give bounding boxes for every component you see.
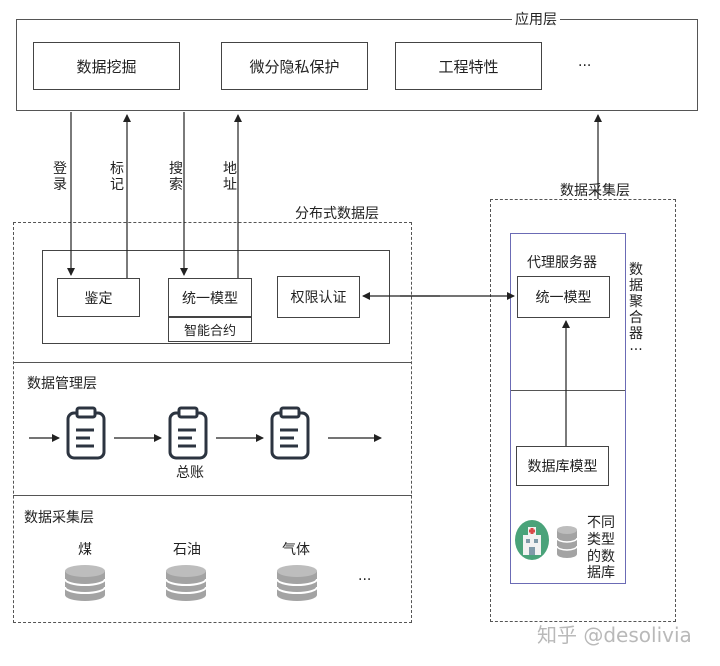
module-label: 工程特性	[438, 57, 499, 76]
permission-auth-box[interactable]: 权限认证	[277, 276, 360, 318]
smart-contract-label: 智能合约	[183, 324, 236, 339]
module-label: 微分隐私保护	[249, 57, 340, 76]
clipboard-icon	[64, 406, 108, 460]
module-data-mining[interactable]: 数据挖掘	[33, 42, 180, 90]
source-label-coal: 煤	[78, 542, 92, 558]
source-label-gas: 气体	[282, 542, 310, 558]
proxy-server-label: 代理服务器	[527, 255, 597, 271]
source-ellipsis: ···	[358, 572, 372, 588]
appraisal-label: 鉴定	[84, 290, 113, 307]
right-collection-layer	[490, 199, 676, 622]
database-icon	[164, 563, 208, 603]
left-stack	[13, 222, 412, 623]
distributed-layer-title: 分布式数据层	[295, 206, 379, 222]
database-icon	[556, 525, 578, 559]
ledger-label: 总账	[176, 465, 204, 481]
aggregator-label: 数据聚合器···	[629, 262, 643, 359]
smart-contract-box[interactable]: 智能合约	[168, 317, 252, 342]
divider	[13, 495, 412, 496]
appraisal-box[interactable]: 鉴定	[57, 278, 140, 317]
hospital-icon	[514, 519, 550, 561]
label-address: 地址	[223, 161, 237, 194]
db-model-box[interactable]: 数据库模型	[516, 446, 609, 486]
collection-layer-title-left: 数据采集层	[24, 510, 94, 526]
label-register: 登录	[53, 161, 67, 194]
unified-model-box[interactable]: 统一模型	[168, 278, 252, 317]
database-icon	[63, 563, 107, 603]
label-search: 搜索	[169, 161, 183, 194]
application-layer-title: 应用层	[512, 12, 560, 29]
right-unified-model-box[interactable]: 统一模型	[517, 276, 610, 318]
watermark: 知乎 @desolivia	[537, 623, 692, 647]
label-mark: 标记	[110, 161, 124, 194]
module-label: 数据挖掘	[76, 57, 137, 76]
divider	[13, 362, 412, 363]
module-engineering[interactable]: 工程特性	[395, 42, 542, 90]
db-types-label: 不同类型的数据库	[587, 515, 615, 582]
collection-layer-title-right: 数据采集层	[560, 183, 630, 199]
management-layer-title: 数据管理层	[27, 376, 97, 392]
unified-model-label: 统一模型	[182, 290, 238, 307]
clipboard-icon	[166, 406, 210, 460]
module-ellipsis: ···	[578, 58, 592, 74]
clipboard-icon	[268, 406, 312, 460]
module-differential-privacy[interactable]: 微分隐私保护	[221, 42, 368, 90]
source-label-oil: 石油	[173, 542, 201, 558]
db-model-label: 数据库模型	[527, 459, 598, 475]
aggregator-divider	[511, 390, 625, 391]
database-icon	[275, 563, 319, 603]
permission-auth-label: 权限认证	[290, 290, 347, 306]
aggregator-frame	[510, 233, 626, 584]
right-unified-model-label: 统一模型	[535, 290, 592, 306]
